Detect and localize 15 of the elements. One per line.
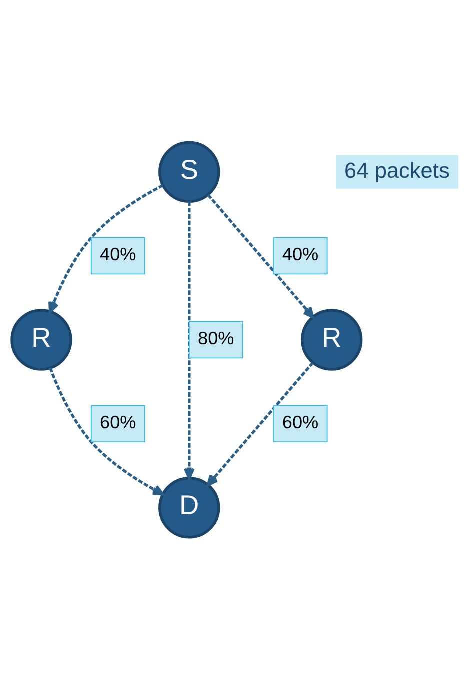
arrow: [48, 184, 164, 313]
edge-label: 40%: [282, 244, 319, 264]
edge-label: 60%: [282, 412, 319, 432]
edge-label: 60%: [100, 412, 136, 432]
edge-label: 40%: [100, 244, 136, 264]
arrow: [184, 201, 195, 480]
arrow: [206, 362, 314, 486]
label: 64 packets: [344, 157, 450, 182]
node-circle: S: [158, 140, 220, 202]
node-circle: R: [301, 308, 363, 370]
node-circle: R: [10, 308, 72, 370]
arrow: [49, 367, 164, 496]
edge-label: 80%: [198, 328, 234, 348]
node-circle: D: [158, 476, 220, 538]
arrow: [207, 194, 314, 318]
